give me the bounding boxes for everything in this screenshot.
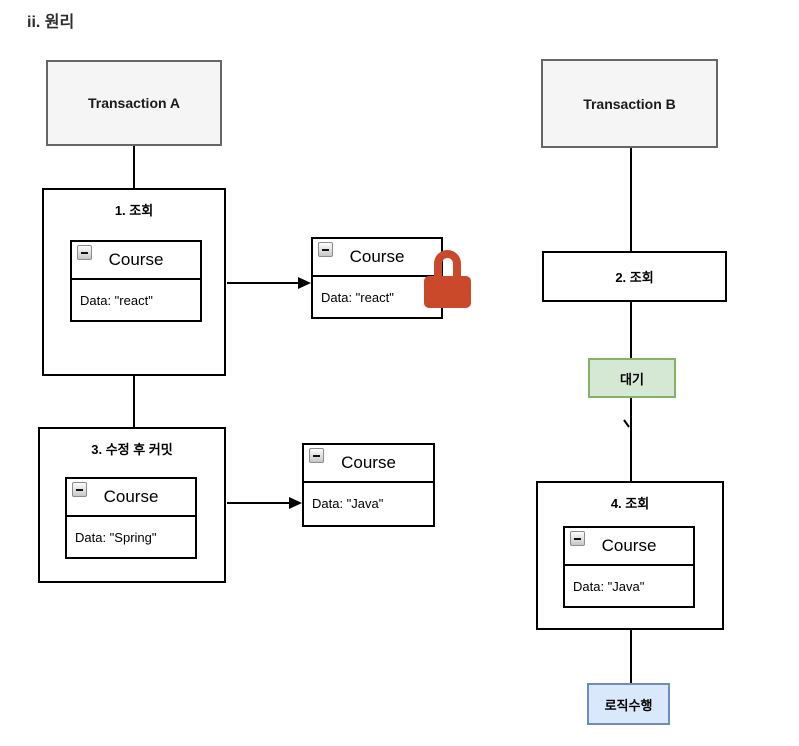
step4-title: 4. 조회 — [610, 496, 650, 511]
connector-tick-mark — [623, 419, 630, 428]
minus-square-icon — [77, 245, 92, 260]
step2-title: 2. 조회 — [615, 270, 654, 285]
step1-course-entity: Course Data: "react" — [70, 240, 202, 322]
entity-name: Course — [108, 250, 164, 269]
lock-icon — [424, 250, 471, 308]
step3-title: 3. 수정 후 커밋 — [91, 442, 173, 457]
entity-name: Course — [103, 487, 159, 506]
node-step2: 2. 조회 — [542, 251, 727, 302]
step3-course-entity: Course Data: "Spring" — [65, 477, 197, 559]
node-wait: 대기 — [588, 358, 676, 398]
entity-attribute: Data: "Java" — [312, 495, 384, 511]
arrowhead-step1-lockedcopy — [298, 277, 311, 289]
page-title: ii. 원리 — [27, 14, 75, 31]
logic-label: 로직수행 — [604, 697, 653, 713]
entity-attribute: Data: "react" — [321, 289, 394, 305]
node-transaction-b: Transaction B — [541, 59, 718, 148]
minus-square-icon — [570, 531, 585, 546]
node-step3-frame: 3. 수정 후 커밋 Course Data: "Spring" — [38, 427, 226, 583]
minus-square-icon — [309, 448, 324, 463]
transaction-a-label: Transaction A — [87, 95, 181, 111]
step4-course-entity: Course Data: "Java" — [563, 526, 695, 608]
committed-course-entity: Course Data: "Java" — [302, 443, 435, 527]
node-step1-frame: 1. 조회 Course Data: "react" — [42, 188, 226, 376]
node-transaction-a: Transaction A — [46, 60, 222, 146]
entity-attribute: Data: "Java" — [573, 578, 645, 594]
step1-title: 1. 조회 — [114, 203, 154, 218]
entity-name: Course — [349, 247, 405, 266]
minus-square-icon — [318, 242, 333, 257]
wait-label: 대기 — [620, 371, 644, 387]
entity-name: Course — [601, 536, 657, 555]
locked-course-entity: Course Data: "react" — [311, 237, 443, 319]
entity-attribute: Data: "react" — [80, 292, 153, 308]
transaction-b-label: Transaction B — [583, 95, 676, 112]
node-logic: 로직수행 — [587, 683, 670, 725]
arrowhead-step3-committedcopy — [289, 497, 302, 509]
entity-attribute: Data: "Spring" — [75, 529, 157, 545]
node-step4-frame: 4. 조회 Course Data: "Java" — [536, 481, 724, 630]
minus-square-icon — [72, 482, 87, 497]
entity-name: Course — [341, 453, 396, 472]
